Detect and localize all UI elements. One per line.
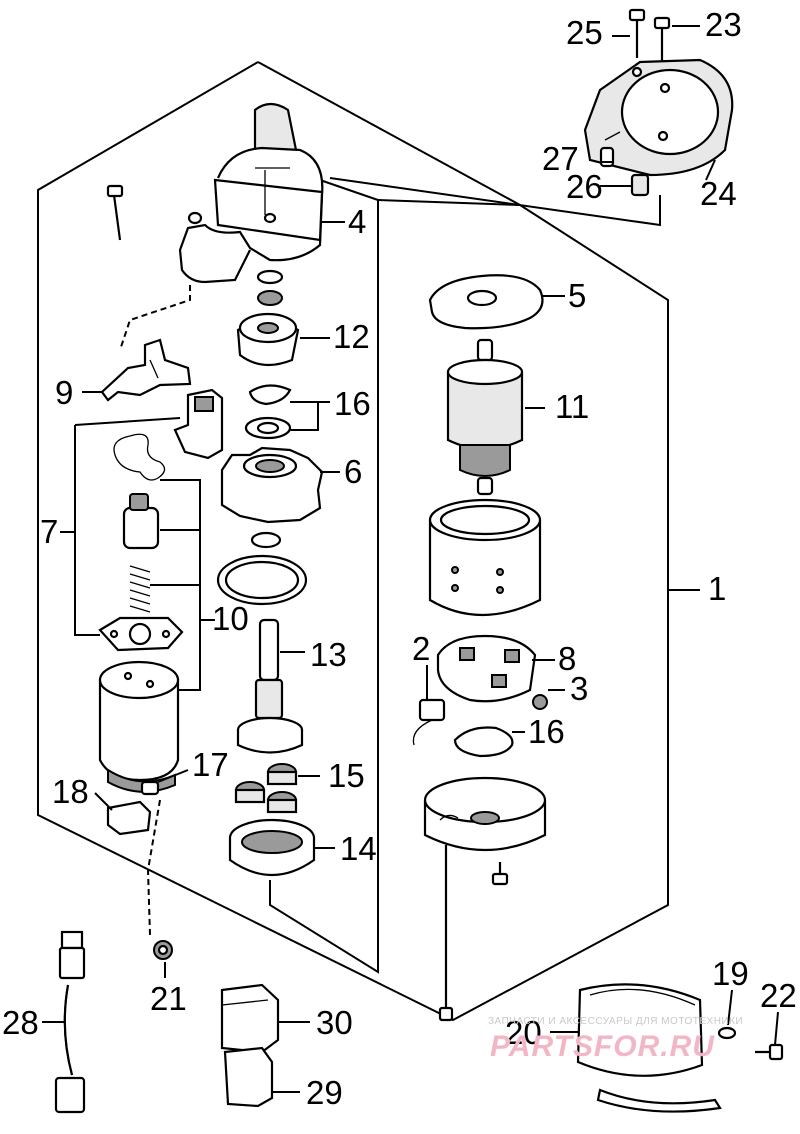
drive-shaft-part	[236, 618, 304, 754]
callout-5: 5	[568, 277, 586, 314]
watermark: ЗАПЧАСТИ И АКСЕССУАРЫ ДЛЯ МОТОТЕХНИКИ PA…	[488, 1016, 743, 1063]
callout-19: 19	[712, 955, 749, 992]
armature-part	[446, 338, 524, 496]
watermark-logo: PARTSFOR.RU	[490, 1030, 715, 1063]
internal-gear-ring-part	[228, 818, 316, 877]
callout-12: 12	[333, 318, 370, 355]
callout-16-upper: 16	[334, 385, 371, 422]
rear-screw-part	[491, 862, 509, 886]
leader-lines	[42, 25, 779, 1093]
callout-13: 13	[310, 636, 347, 673]
callout-4: 4	[348, 203, 366, 240]
washer-16-part	[453, 726, 514, 758]
solenoid-body-part	[98, 660, 180, 793]
plunger-part	[122, 493, 160, 550]
callout-9: 9	[55, 374, 73, 411]
callout-2: 2	[412, 630, 430, 667]
yoke-housing-part	[428, 498, 542, 616]
callout-1: 1	[708, 570, 726, 607]
callout-23: 23	[705, 6, 742, 43]
callout-24: 24	[700, 175, 737, 212]
assembly-frame-outer	[37, 61, 700, 1022]
solenoid-terminal-part	[173, 388, 224, 460]
solenoid-plate-part	[98, 616, 184, 652]
clip-19-part	[717, 1026, 737, 1040]
bolt-25-part	[628, 8, 646, 58]
solenoid-spring-wire-part	[113, 433, 166, 481]
solenoid-bracket-18-part	[106, 800, 152, 836]
terminal-nut-17-part	[140, 780, 160, 796]
callout-20: 20	[505, 1014, 542, 1051]
relay-29-part	[223, 1046, 274, 1108]
planet-gear-part	[266, 791, 298, 814]
assembly-frame-inner	[269, 177, 661, 974]
callout-30: 30	[316, 1004, 353, 1041]
pinion-gear-part	[236, 269, 300, 367]
clutch-housing-part	[220, 446, 324, 524]
callout-11: 11	[555, 388, 589, 425]
callout-15: 15	[328, 757, 365, 794]
brush-holder-part	[436, 634, 537, 703]
callout-labels: 1 2 3 4 5 6 7 8 9 10 11 12 13 14 15 16 1…	[2, 6, 797, 1111]
planet-gear-part	[234, 781, 266, 804]
callout-14: 14	[340, 830, 377, 867]
callout-26: 26	[566, 168, 603, 205]
callout-10: 10	[212, 600, 249, 637]
callout-6: 6	[344, 453, 362, 490]
bolt-23-part	[653, 16, 671, 64]
callout-27: 27	[542, 140, 579, 177]
shift-lever-part	[100, 338, 192, 402]
insulator-plate-part	[428, 274, 544, 330]
pin-27-part	[599, 146, 615, 168]
callout-7: 7	[40, 513, 58, 550]
through-bolt-part	[438, 845, 454, 1022]
watermark-caption: ЗАПЧАСТИ И АКСЕССУАРЫ ДЛЯ МОТОТЕХНИКИ	[488, 1016, 743, 1027]
bushing-26-part	[630, 173, 650, 197]
callout-17: 17	[192, 746, 229, 783]
callout-8: 8	[558, 640, 576, 677]
nut-3-part	[532, 694, 548, 710]
o-ring-small-part	[250, 531, 282, 549]
planet-gear-part	[266, 763, 298, 786]
callout-21: 21	[150, 980, 187, 1017]
callout-18: 18	[52, 773, 89, 810]
lead-wire-part	[54, 930, 86, 1114]
return-spring-part	[129, 565, 151, 613]
callout-25: 25	[566, 14, 603, 51]
callout-16-lower: 16	[528, 713, 565, 750]
brush-lead-part	[412, 698, 446, 746]
mounting-bracket-24-part	[583, 58, 734, 177]
callout-29: 29	[306, 1074, 343, 1111]
callout-22: 22	[760, 977, 797, 1014]
relay-30-part	[220, 983, 280, 1054]
nut-21-part	[153, 940, 173, 960]
front-housing-part	[178, 102, 324, 284]
bolt-22-part	[755, 1043, 784, 1061]
housing-screw-part	[106, 184, 124, 241]
callout-3: 3	[570, 670, 588, 707]
starter-cover-20-part	[576, 983, 722, 1113]
snap-ring-part	[244, 384, 292, 440]
callout-28: 28	[2, 1004, 39, 1041]
rear-cover-part	[423, 776, 547, 852]
gasket-ring-part	[216, 554, 308, 606]
